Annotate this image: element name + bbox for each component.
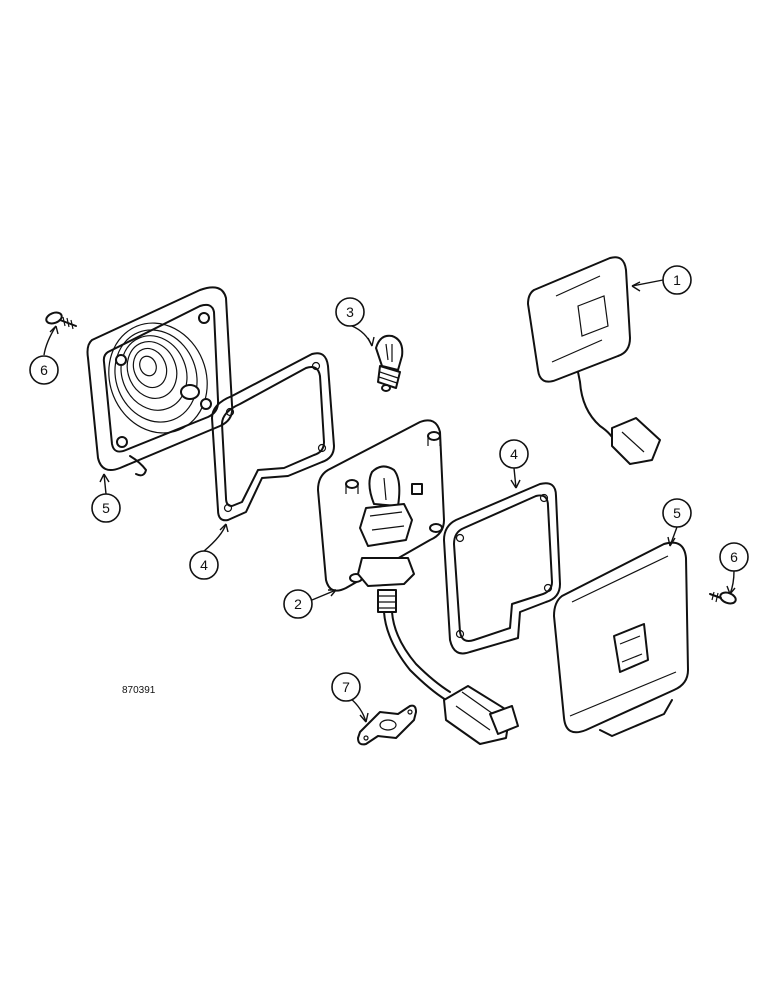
callout-5-right: 5 xyxy=(662,498,692,528)
screw-right xyxy=(709,591,737,605)
callout-6-left: 6 xyxy=(29,355,59,385)
gasket-right xyxy=(443,482,561,655)
callout-4-right: 4 xyxy=(499,439,529,469)
figure-code: 870391 xyxy=(122,685,156,696)
callout-3: 3 xyxy=(335,297,365,327)
svg-text:1: 1 xyxy=(673,272,681,288)
callout-4-left: 4 xyxy=(189,550,219,580)
callout-5-left: 5 xyxy=(91,493,121,523)
svg-text:7: 7 xyxy=(342,679,350,695)
callout-2: 2 xyxy=(283,589,313,619)
svg-text:2: 2 xyxy=(294,596,302,612)
svg-text:4: 4 xyxy=(200,557,208,573)
leader-lines xyxy=(43,279,736,723)
callout-1: 1 xyxy=(662,265,692,295)
screw-left xyxy=(45,311,77,330)
svg-text:5: 5 xyxy=(673,505,681,521)
callout-7: 7 xyxy=(331,672,361,702)
svg-text:3: 3 xyxy=(346,304,354,320)
callout-6-right: 6 xyxy=(719,542,749,572)
svg-text:6: 6 xyxy=(730,549,738,565)
assembled-lamp xyxy=(527,256,661,465)
svg-text:5: 5 xyxy=(102,500,110,516)
svg-text:4: 4 xyxy=(510,446,518,462)
gasket-left xyxy=(211,352,335,522)
lens-right xyxy=(553,541,689,737)
lamp-housing-left xyxy=(86,286,234,477)
base-plate-with-socket xyxy=(317,419,519,745)
svg-text:6: 6 xyxy=(40,362,48,378)
bulb xyxy=(375,334,404,392)
small-gasket xyxy=(357,704,417,746)
